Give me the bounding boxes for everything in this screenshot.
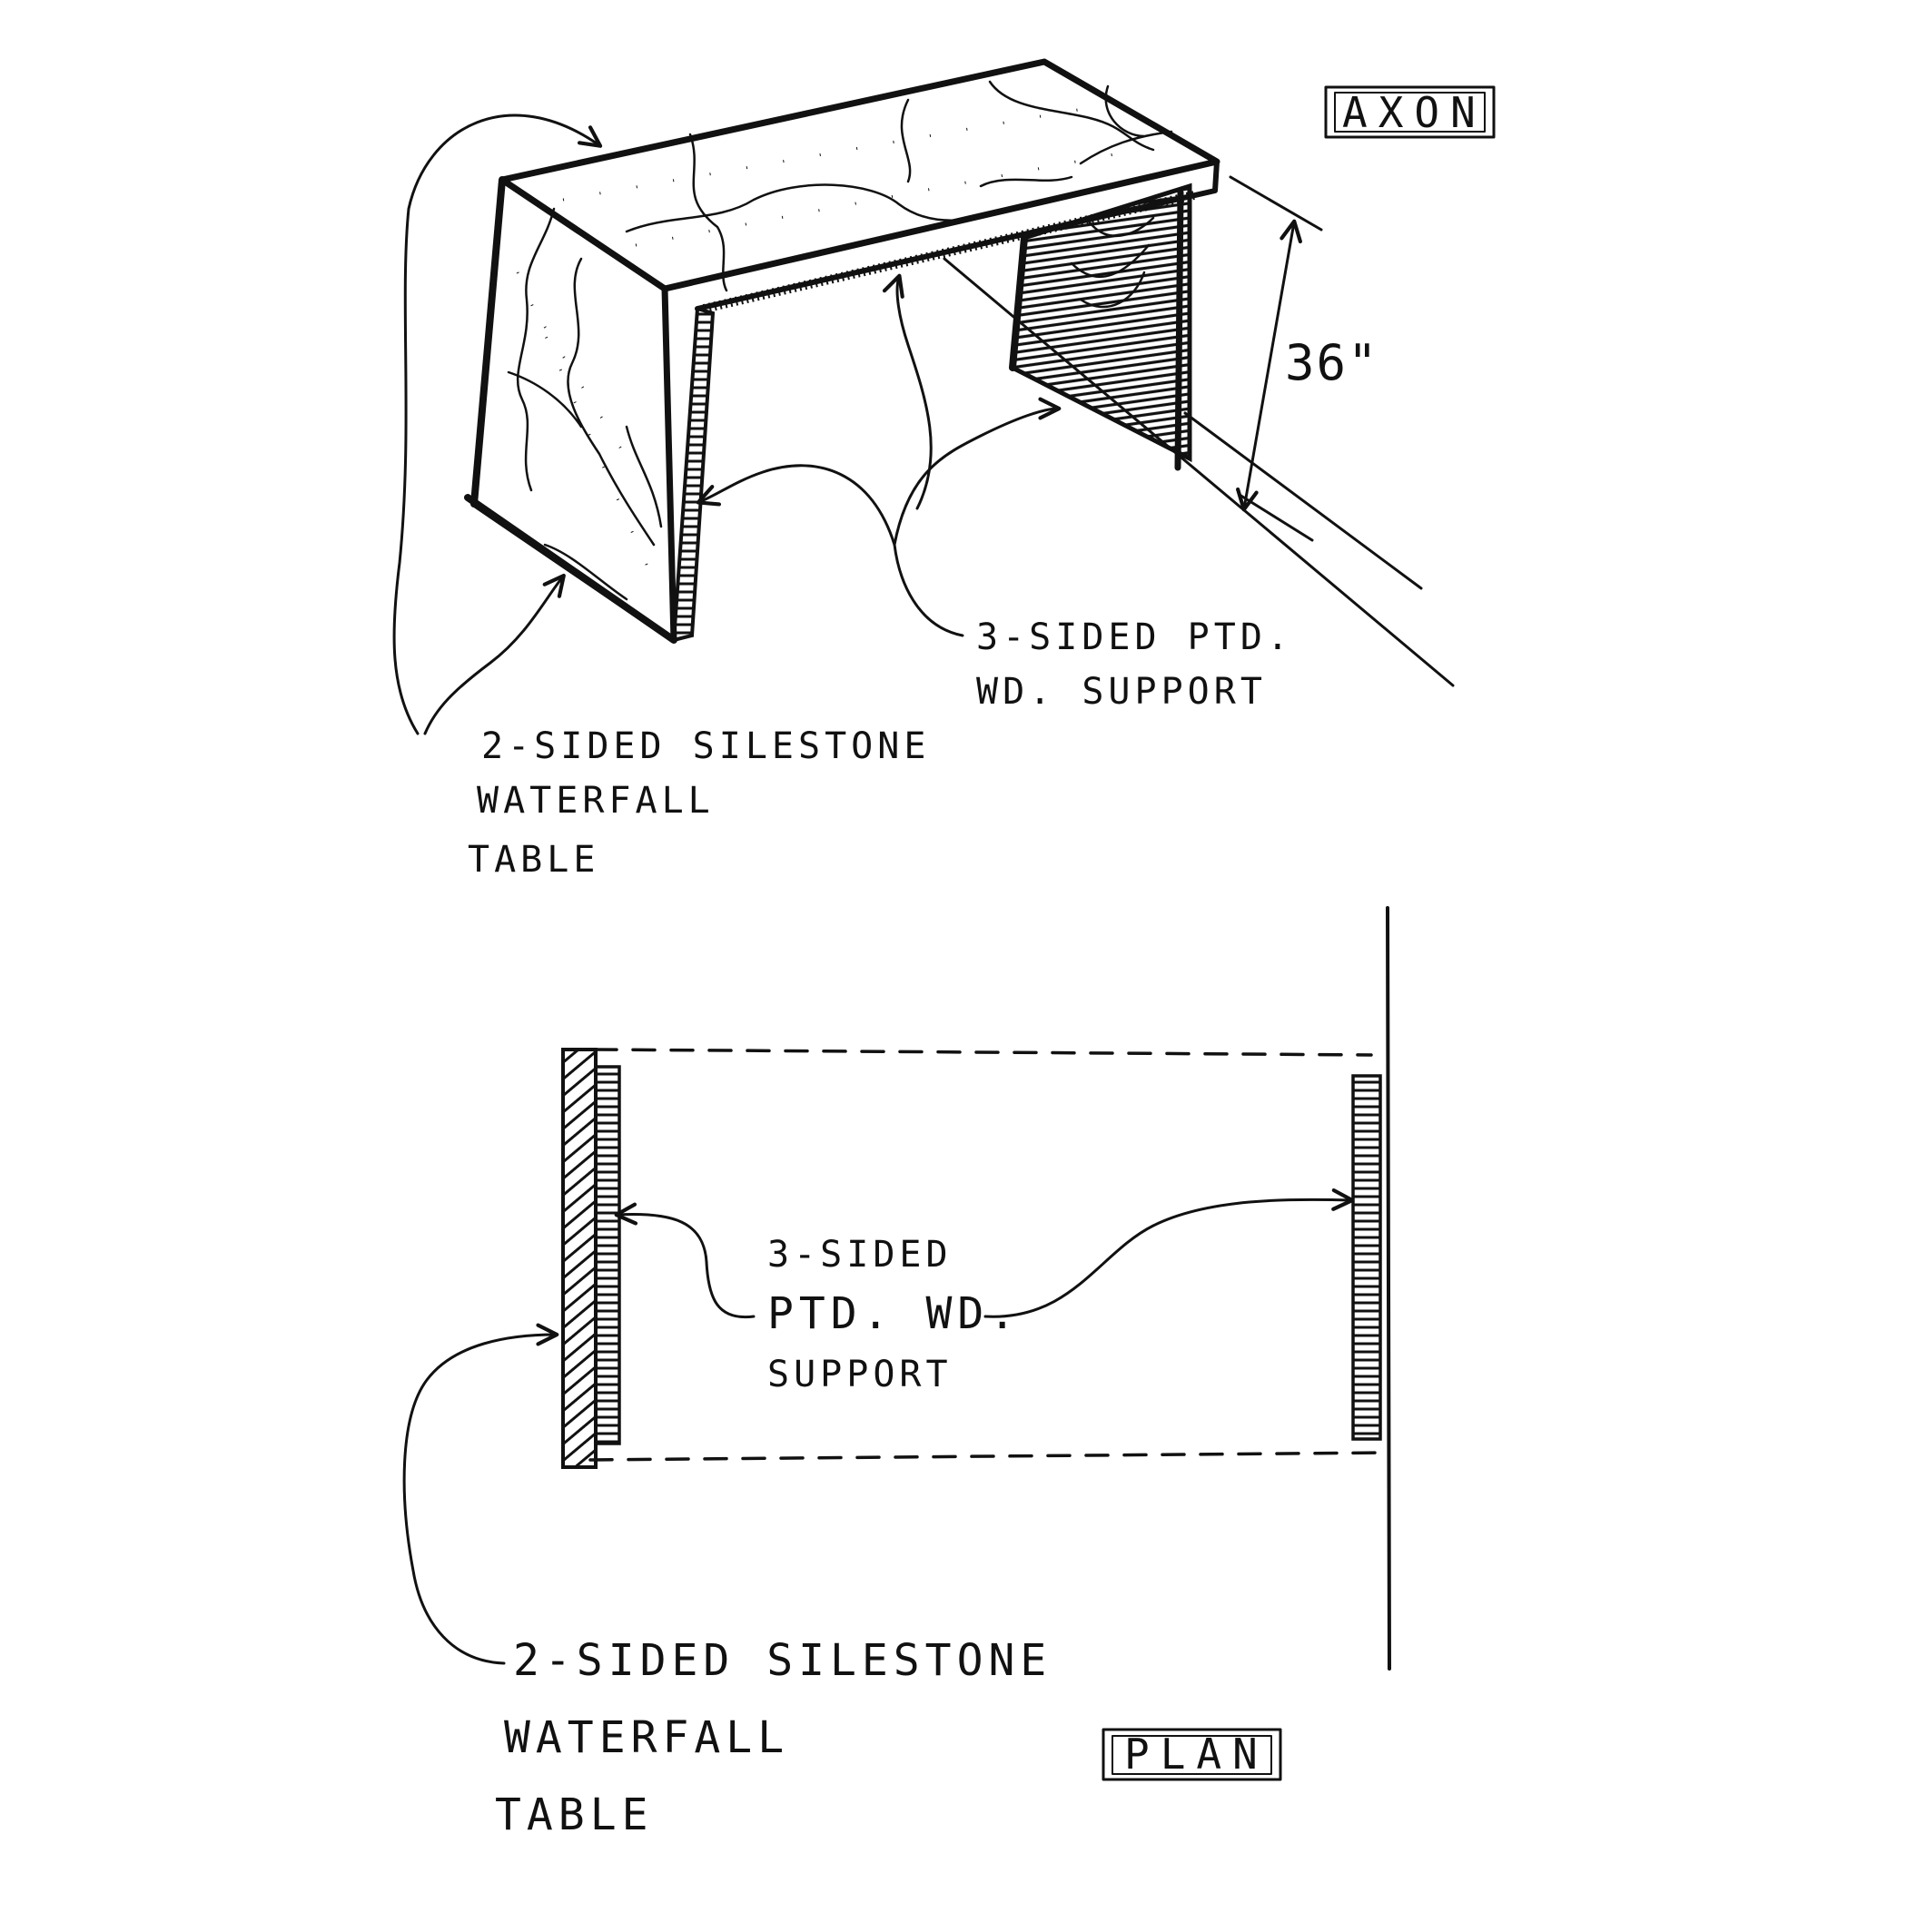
axon-leader-support-1 xyxy=(696,464,964,637)
axon-title: AXON xyxy=(1342,88,1487,137)
plan-wood-support-right xyxy=(1351,1074,1382,1441)
axon-wood-support-right xyxy=(1009,182,1192,471)
axon-leader-support-2 xyxy=(893,397,1062,547)
plan-wall-line xyxy=(1386,906,1391,1671)
axon-title-box: AXON xyxy=(1324,85,1496,139)
plan-leader-support-right xyxy=(983,1188,1355,1318)
plan-table-label-line3: TABLE xyxy=(495,1789,654,1840)
axon-table-label-line3: TABLE xyxy=(468,839,599,881)
plan-leader-stone-leg xyxy=(402,1323,559,1665)
axon-table-label-line2: WATERFALL xyxy=(477,780,715,822)
axon-leader-bottom xyxy=(423,573,566,735)
axon-floor-line-2 xyxy=(1183,411,1423,590)
plan-view: 3-SIDED PTD. WD. SUPPORT 2-SIDED SILESTO… xyxy=(402,906,1391,1840)
plan-support-label-line1: 3-SIDED xyxy=(767,1234,953,1276)
axon-support-label-line1: 3-SIDED PTD. xyxy=(976,616,1293,658)
plan-table-label-line2: WATERFALL xyxy=(504,1712,789,1763)
plan-leader-support-left xyxy=(614,1202,756,1319)
plan-title: PLAN xyxy=(1124,1730,1269,1779)
plan-table-label-line1: 2-SIDED SILESTONE xyxy=(513,1635,1052,1686)
axon-leader-support-3 xyxy=(882,273,933,510)
axon-view: AXON 36" 3-SIDED PTD. WD. SUPPORT 2-SIDE… xyxy=(392,58,1496,881)
plan-wood-support-left xyxy=(594,1065,621,1445)
axon-dimension xyxy=(1229,175,1323,542)
plan-stone-leg xyxy=(561,1048,598,1469)
plan-title-box: PLAN xyxy=(1102,1728,1282,1781)
plan-support-label-line2: PTD. WD. xyxy=(767,1288,1021,1339)
axon-stone-leg xyxy=(464,176,716,644)
plan-tabletop-outline xyxy=(588,1048,1391,1462)
axon-dimension-label: 36" xyxy=(1285,334,1379,391)
axon-table-label-line1: 2-SIDED SILESTONE xyxy=(481,725,930,767)
plan-support-label-line3: SUPPORT xyxy=(767,1354,953,1395)
axon-support-label-line2: WD. SUPPORT xyxy=(976,671,1267,713)
axon-leader-top xyxy=(392,113,603,735)
